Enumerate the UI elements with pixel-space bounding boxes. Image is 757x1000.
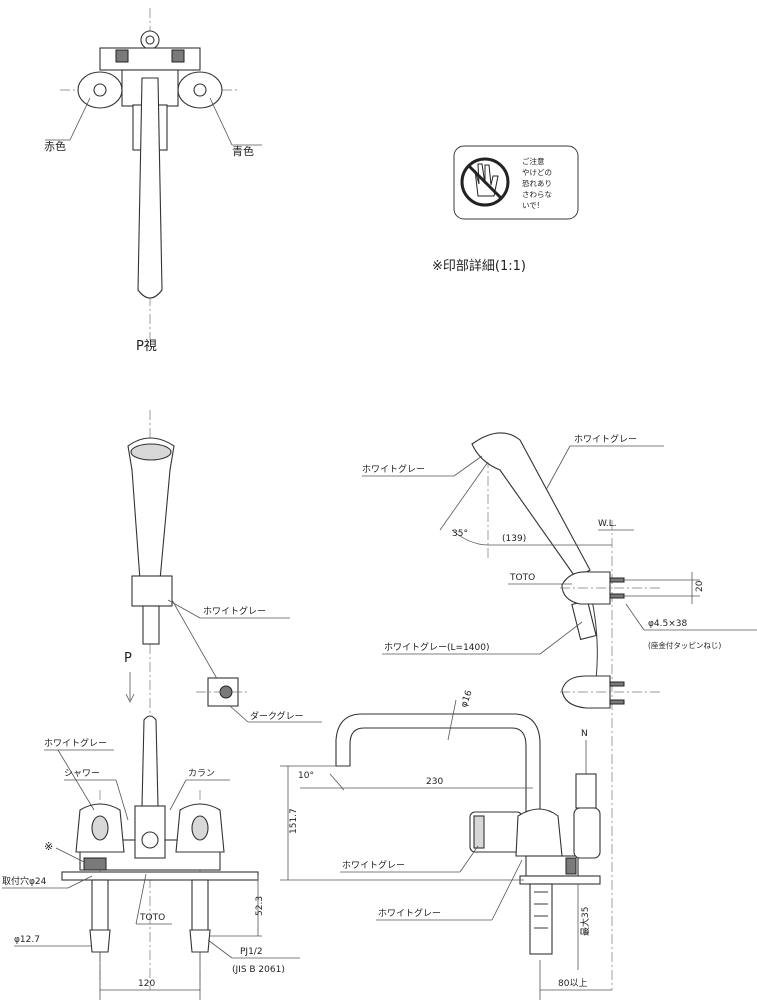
screw-label: φ4.5×38 <box>648 619 688 629</box>
white-gray-hose-top-label: ホワイトグレー <box>574 433 637 445</box>
dim-139: (139) <box>502 534 526 544</box>
caution-line-4: さわらな <box>522 190 552 199</box>
thread-label: PJ1/2 <box>240 947 263 957</box>
white-gray-b-label: ホワイトグレー <box>378 907 441 919</box>
detail-caption: ※印部詳細(1:1) <box>432 258 526 274</box>
caution-label-detail: ご注意 やけどの 恐れあり さわらな いで! ※印部詳細(1:1) <box>432 145 579 274</box>
white-gray-head-label: ホワイトグレー <box>362 463 425 475</box>
angle-10-dim: 10° <box>298 771 314 781</box>
height-52-dim: 52.3 <box>255 896 265 916</box>
side-view: ホワイトグレー ホワイトグレー 35° (139) W.L. TOTO 20 ホ… <box>280 432 757 1000</box>
pitch-120-dim: 120 <box>138 979 155 989</box>
water-level-label: W.L. <box>598 519 617 529</box>
height-151-dim: 151.7 <box>289 808 299 834</box>
p-arrow-label: P <box>124 651 132 666</box>
mount-hole-label: 取付穴φ24 <box>2 875 47 887</box>
no-touch-icon <box>460 157 510 207</box>
asterisk-mark: ※ <box>44 840 53 853</box>
caution-line-3: 恐れあり <box>522 179 552 188</box>
spout-side <box>335 713 541 819</box>
dark-gray-label: ダークグレー <box>250 710 304 722</box>
shower-label: シャワー <box>64 769 100 779</box>
red-color-label: 赤色 <box>44 139 66 153</box>
collar-label: カラン <box>188 768 215 779</box>
caution-line-1: ご注意 <box>522 156 545 166</box>
dim-20: 20 <box>695 580 705 592</box>
min-80-dim: 80以上 <box>558 978 587 989</box>
spout-top <box>137 77 163 299</box>
white-gray-body-label: ホワイトグレー <box>44 737 107 749</box>
front-view: ホワイトグレー ダークグレー P ホワイトグレー <box>2 410 322 1000</box>
screw-note: (座金付タッピンねじ) <box>648 640 721 650</box>
caution-label-frame <box>453 145 579 220</box>
p-view-label: P視 <box>136 339 157 354</box>
white-gray-shower-label: ホワイトグレー <box>203 605 266 617</box>
n-connector <box>575 773 597 809</box>
blue-color-label: 青色 <box>232 144 254 158</box>
pipe-diameter-label: φ12.7 <box>14 935 40 945</box>
handle-side <box>515 808 563 857</box>
thread-standard-label: (JIS B 2061) <box>232 965 285 975</box>
caution-label-mount <box>83 857 107 871</box>
shower-head-side <box>471 432 591 579</box>
n-label: N <box>581 729 588 739</box>
toto-mark-front: TOTO <box>139 913 165 923</box>
shower-holder-front <box>131 575 173 607</box>
spout-diameter-dim: φ16 <box>459 689 474 709</box>
angle-35-dim: 35° <box>452 529 468 539</box>
reach-230-dim: 230 <box>426 777 443 787</box>
white-gray-a-label: ホワイトグレー <box>342 859 405 871</box>
caution-line-2: やけどの <box>522 168 552 177</box>
max-35-dim: 最大35 <box>579 907 591 936</box>
hose-label: ホワイトグレー(L=1400) <box>384 641 489 653</box>
spout-front <box>141 715 159 807</box>
toto-mark-side: TOTO <box>509 573 535 583</box>
top-view: 赤色 青色 P視 <box>44 8 262 354</box>
caution-line-5: いで! <box>522 201 540 210</box>
